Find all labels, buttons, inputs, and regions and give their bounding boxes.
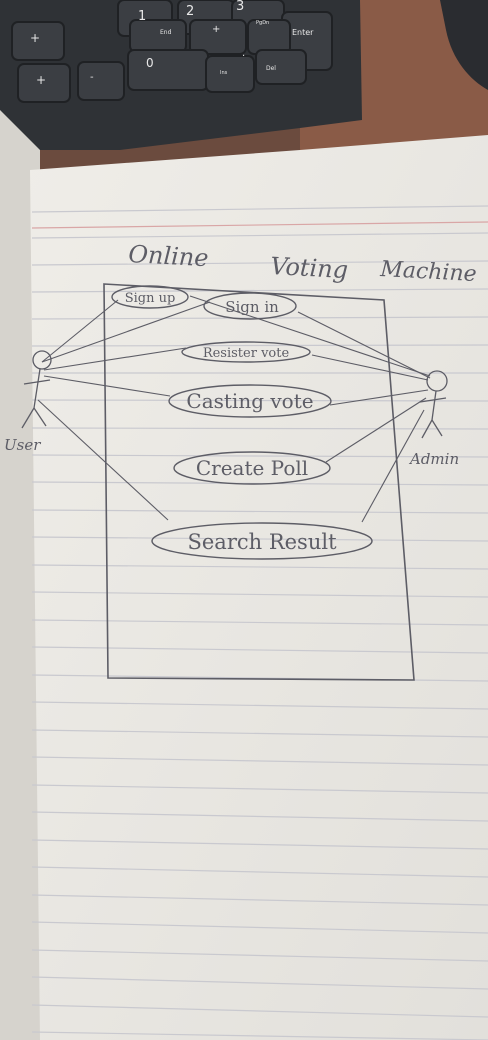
use-case-create-poll-label: Create Poll: [196, 456, 308, 480]
key-del: [255, 49, 307, 85]
use-case-create-poll: Create Poll: [173, 451, 331, 485]
key-ins-label: Ins: [220, 70, 228, 76]
use-case-sign-up: Sign up: [111, 285, 189, 309]
mouse: [440, 0, 488, 90]
user-actor-label: User: [4, 436, 41, 454]
key-2-label: 2: [186, 4, 194, 19]
use-case-sign-up-label: Sign up: [125, 291, 176, 306]
key-end-label: End: [160, 29, 172, 36]
system-boundary: [103, 283, 415, 681]
key-enter-label: Enter: [292, 28, 314, 37]
key-7: [77, 61, 125, 101]
key-plus-3-label: +: [212, 24, 220, 35]
user-actor: [21, 350, 52, 429]
use-case-search-result-label: Search Result: [187, 530, 337, 554]
use-case-casting-vote: Casting vote: [168, 384, 332, 418]
key-pgdn-label: PgDn: [256, 20, 269, 26]
admin-actor-head-icon: [426, 370, 448, 392]
use-case-sign-in: Sign in: [203, 292, 297, 320]
user-actor-head-icon: [32, 350, 52, 370]
key-plus-2-label: +: [36, 73, 46, 87]
key-end: [129, 19, 187, 53]
notebook-back-page: [0, 110, 40, 1040]
diagram-title-word-3: Machine: [379, 257, 478, 287]
associations: [37, 295, 431, 523]
key-0: [127, 49, 209, 91]
key-del-label: Del: [266, 65, 276, 72]
key-minus-label: -: [90, 72, 94, 83]
key-0-label: 0: [146, 56, 154, 70]
key-ins: [205, 55, 255, 93]
admin-actor-label: Admin: [408, 450, 459, 468]
use-case-register-vote-label: Resister vote: [203, 346, 290, 361]
use-case-sign-in-label: Sign in: [225, 298, 279, 316]
margin-line: [31, 221, 488, 229]
key-plus-1-label: +: [30, 31, 40, 45]
use-case-register-vote: Resister vote: [181, 341, 311, 363]
key-dot-label: .: [242, 48, 245, 59]
diagram-title-word-1: Online: [128, 240, 210, 272]
use-case-search-result: Search Result: [151, 522, 373, 560]
admin-actor: [419, 370, 448, 439]
keyboard: 1 2 3 End PgDn Enter 0 Ins Del + + - + .: [0, 0, 362, 150]
key-1-label: 1: [138, 9, 146, 24]
key-1: [11, 21, 65, 61]
key-5: [189, 19, 247, 55]
key-3-label: 3: [236, 0, 244, 14]
key-6: [17, 63, 71, 103]
use-case-casting-vote-label: Casting vote: [186, 389, 313, 413]
diagram-title-word-2: Voting: [270, 252, 349, 284]
